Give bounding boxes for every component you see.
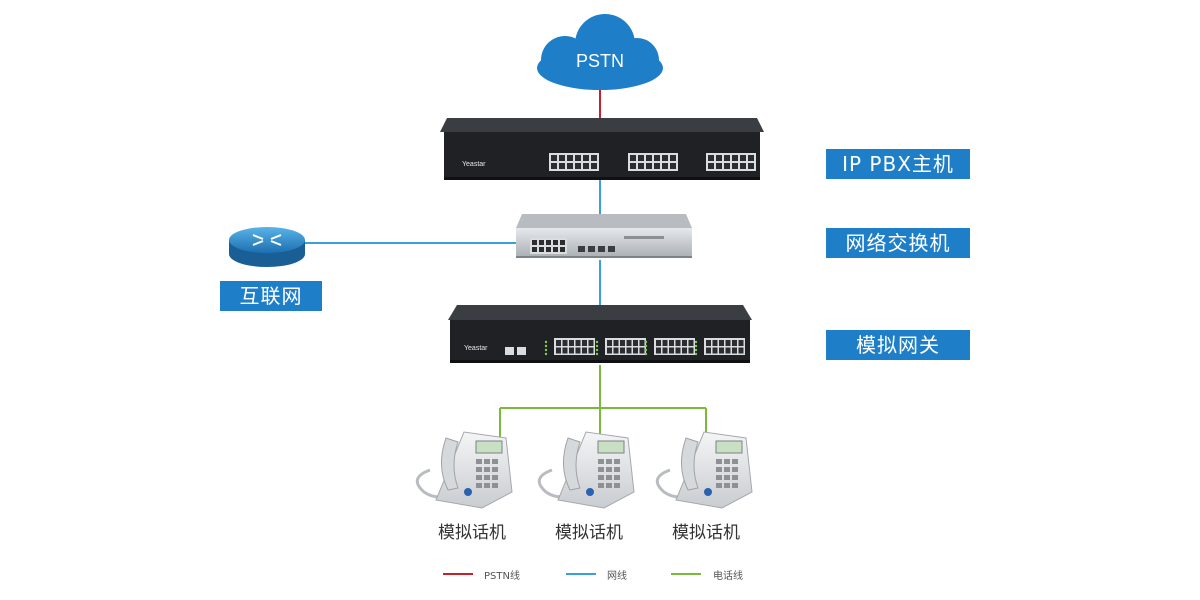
pbx-label: IP PBX主机 (826, 149, 970, 179)
gateway-label: 模拟网关 (826, 330, 970, 360)
gateway-brand: Yeastar (464, 345, 488, 352)
analog-phone-icon (415, 431, 513, 509)
phone-lines (499, 365, 707, 440)
phones (415, 431, 753, 509)
router-icon (229, 227, 305, 267)
legend-label-phone: 电话线 (713, 571, 743, 582)
phone-label: 模拟话机 (672, 523, 740, 543)
analog-phone-icon (537, 431, 635, 509)
switch-label: 网络交换机 (826, 228, 970, 258)
switch-ports (530, 236, 664, 254)
analog-phone-icon (655, 431, 753, 509)
legend-label-pstn: PSTN线 (484, 571, 520, 582)
pbx-brand: Yeastar (462, 161, 486, 168)
pbx-device (440, 118, 764, 180)
cloud-icon (537, 14, 663, 90)
cloud-label: PSTN (576, 51, 624, 71)
internet-label: 互联网 (220, 281, 322, 311)
pbx-ports (549, 153, 756, 171)
phone-label: 模拟话机 (555, 523, 623, 543)
phone-label: 模拟话机 (438, 523, 506, 543)
switch-device (516, 214, 692, 258)
gateway-ports (505, 338, 745, 356)
legend-label-network: 网线 (607, 571, 627, 582)
gateway-device (448, 305, 752, 363)
